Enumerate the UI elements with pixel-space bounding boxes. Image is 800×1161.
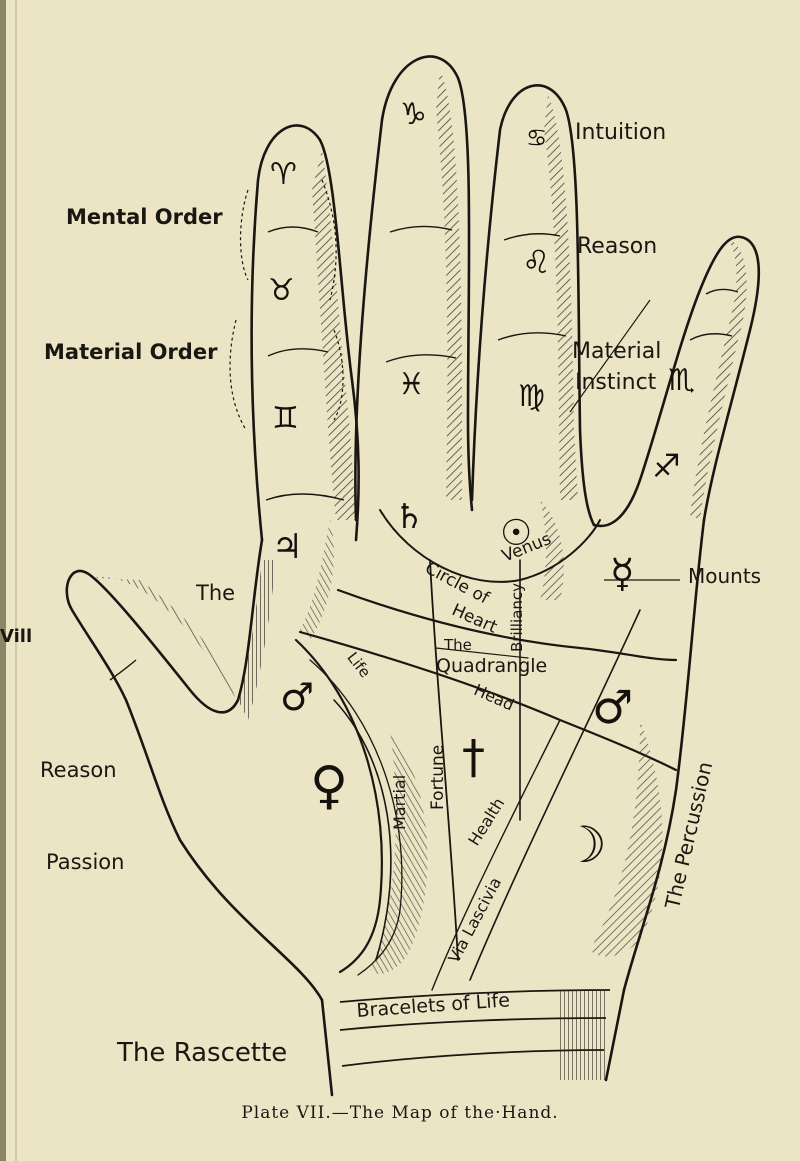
plate-caption: Plate VII.—The Map of the·Hand. <box>241 1103 559 1123</box>
pisces-symbol-icon: ♓ <box>398 367 425 402</box>
aries-symbol-icon: ♈ <box>270 157 297 192</box>
label-martial: Martial <box>390 774 409 830</box>
heart-line <box>336 588 678 662</box>
circle-of-venus <box>379 509 601 583</box>
health-line <box>469 609 641 981</box>
label-quadrangle: Quadrangle <box>436 655 548 677</box>
saturn-symbol-icon: ♄ <box>394 497 425 537</box>
sun-symbol-icon: ☉ <box>500 513 533 554</box>
ring-finger <box>354 55 474 522</box>
wrist-left <box>320 998 334 1097</box>
label-reason-left: Reason <box>40 758 117 782</box>
moon-symbol-icon: ☽ <box>562 816 607 874</box>
index-finger <box>592 235 761 528</box>
order-boundaries <box>229 179 344 431</box>
label-mental-order: Mental Order <box>66 205 223 229</box>
quadrangle <box>435 647 529 659</box>
joint-creases <box>109 225 739 681</box>
mount-shading <box>300 500 663 974</box>
mars-lower-symbol-icon: ♂ <box>592 680 634 734</box>
martial-line <box>333 699 392 961</box>
life-line <box>294 638 383 974</box>
taurus-symbol-icon: ♉ <box>268 273 295 308</box>
label-brilliancy: Brilliancy <box>508 583 526 652</box>
leader-lines <box>569 299 680 581</box>
cancer-symbol-icon: ♋ <box>526 124 548 152</box>
label-material-order: Material Order <box>44 340 218 364</box>
finger-shading <box>92 70 747 720</box>
hand-outline <box>65 55 761 1097</box>
virgo-symbol-icon: ♍ <box>518 379 545 414</box>
label-quadrangle-the: The <box>444 636 472 654</box>
label-intuition: Intuition <box>575 120 667 145</box>
gemini-symbol-icon: ♊ <box>272 401 299 436</box>
label-material: Material <box>572 339 662 364</box>
margin-fragment: Vill <box>0 626 33 647</box>
fortune-line <box>429 559 459 961</box>
page-edge <box>0 0 6 1161</box>
jupiter-symbol-icon: ♃ <box>272 527 303 567</box>
label-rascette: The Rascette <box>117 1038 288 1068</box>
label-fortune: Fortune <box>428 744 448 810</box>
capricorn-symbol-icon: ♑ <box>400 97 427 132</box>
dagger-symbol-icon: † <box>462 730 485 784</box>
thumb <box>65 538 324 1002</box>
mars-upper-symbol-icon: ♂ <box>280 675 315 719</box>
label-the: The <box>196 581 236 605</box>
wrist-hatch <box>560 990 606 1080</box>
label-reason-right: Reason <box>577 234 658 259</box>
middle-finger <box>470 84 596 527</box>
label-passion: Passion <box>46 850 125 874</box>
wrist-right <box>604 988 626 1082</box>
label-mounts: Mounts <box>688 564 762 588</box>
head-line <box>298 630 678 772</box>
sagittarius-symbol-icon: ♐ <box>652 447 681 485</box>
scorpio-symbol-icon: ♏ <box>668 363 695 398</box>
via-lascivia-line <box>431 719 561 991</box>
venus-symbol-icon: ♀ <box>310 756 349 816</box>
label-instinct: Instinct <box>575 370 657 395</box>
leo-symbol-icon: ♌ <box>522 243 551 281</box>
mercury-symbol-icon: ☿ <box>610 551 635 597</box>
